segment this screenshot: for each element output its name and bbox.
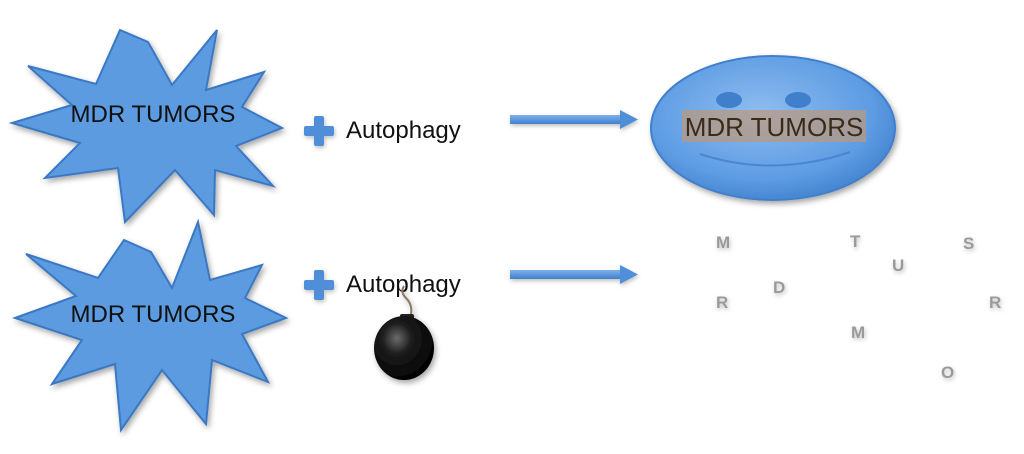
bomb-icon — [374, 285, 434, 380]
top-autophagy-label: Autophagy — [346, 117, 461, 144]
smile — [699, 151, 851, 167]
scattered-letters: M T S U D R R M O — [716, 232, 1001, 382]
scattered-letter: U — [892, 256, 904, 275]
top-arrow-icon — [510, 110, 638, 129]
bottom-tumor-label: MDR TUMORS — [71, 301, 236, 328]
scattered-letter: R — [716, 293, 728, 312]
bottom-tumor-burst — [11, 218, 289, 433]
right-eye — [785, 92, 811, 108]
smiley-face-icon: MDR TUMORS — [650, 55, 896, 201]
scattered-letter: T — [850, 232, 861, 251]
scattered-letter: M — [851, 323, 865, 342]
scattered-letter: D — [773, 278, 785, 297]
outcome-label: MDR TUMORS — [685, 112, 864, 142]
outcome-label-highlight — [682, 110, 866, 142]
scattered-letter: O — [941, 363, 954, 382]
top-tumor-label: MDR TUMORS — [71, 101, 236, 128]
top-plus-icon — [304, 116, 334, 146]
scattered-letter: R — [989, 293, 1001, 312]
scattered-letter: M — [716, 233, 730, 252]
bottom-row: MDR TUMORS Autophagy M T S U D R R M O — [11, 218, 1001, 433]
top-tumor-burst — [8, 28, 285, 225]
left-eye — [716, 92, 742, 108]
bottom-arrow-icon — [510, 265, 638, 284]
scattered-letter: S — [963, 234, 974, 253]
top-row: MDR TUMORS Autophagy MDR TUMORS — [8, 28, 896, 225]
bottom-plus-icon — [304, 270, 334, 300]
